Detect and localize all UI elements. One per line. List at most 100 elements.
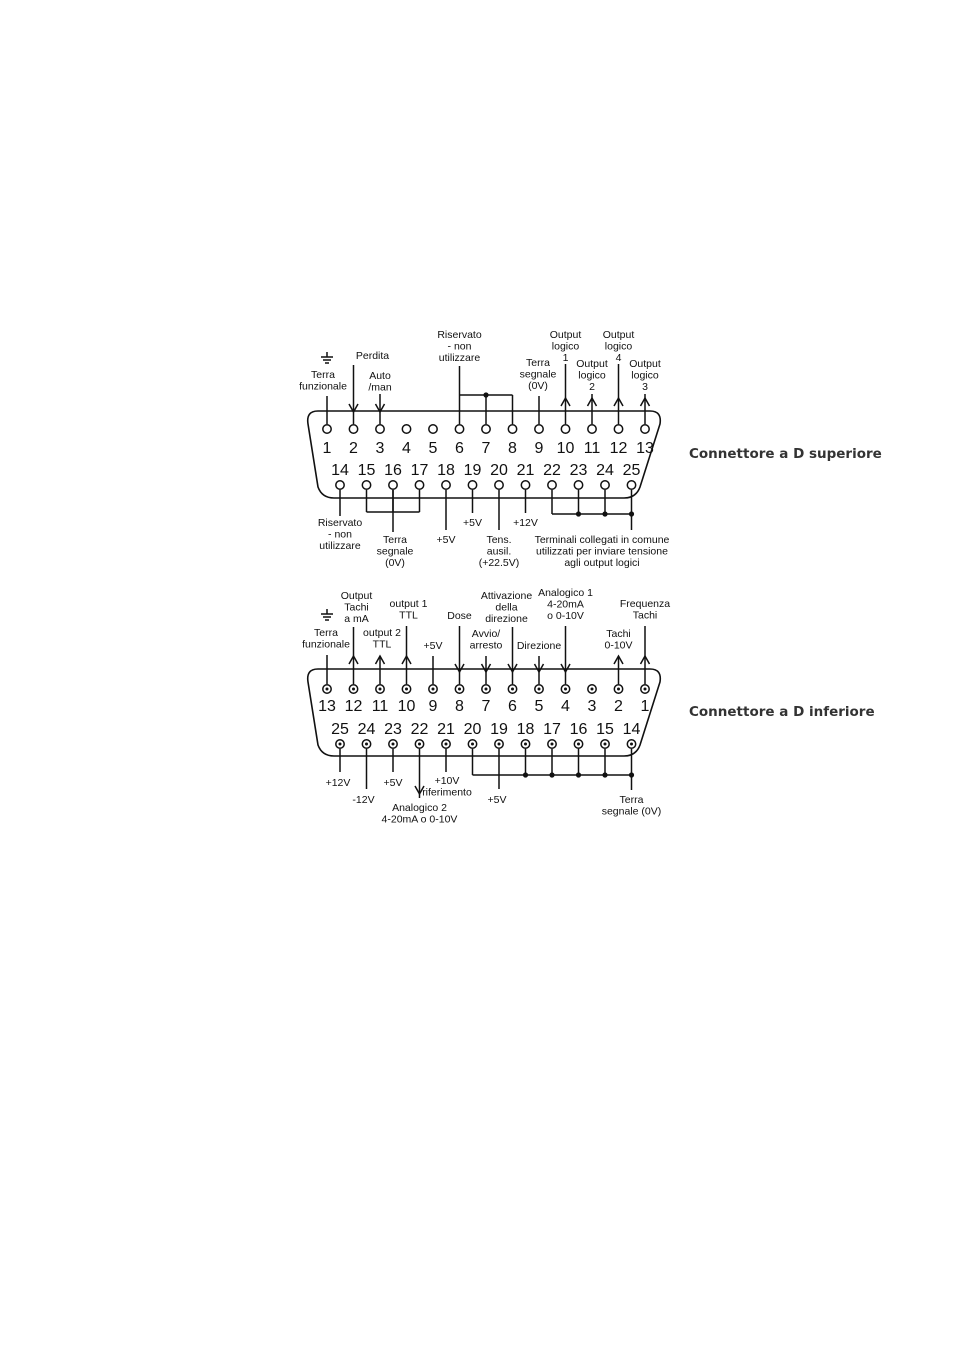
lower-pin-3-center: [590, 687, 594, 691]
upper-pin-23: [573, 480, 584, 490]
upper-label-pin20-line-1: Tens.: [486, 534, 511, 546]
upper-pin-number-24: 24: [596, 462, 614, 479]
upper-label-pin13-line-3: 3: [642, 381, 648, 393]
lower-label-pin21-line-2: riferimento: [422, 787, 472, 799]
lower-pin-number-24: 24: [358, 721, 376, 738]
upper-pin-number-13: 13: [636, 440, 654, 457]
lower-pin-number-25: 25: [331, 721, 349, 738]
upper-pin-15: [361, 480, 372, 490]
lower-pin-18-center: [524, 742, 527, 746]
lower-pin-number-16: 16: [570, 721, 588, 738]
lower-pin-number-9: 9: [429, 698, 438, 715]
lower-pin-number-15: 15: [596, 721, 614, 738]
upper-pin-8: [507, 424, 518, 434]
upper-label-pin22-25-line-3: agli output logici: [564, 557, 639, 569]
lower-arrow-12: [348, 654, 359, 665]
lower-pin-4-center: [564, 687, 567, 691]
upper-pin-9: [534, 424, 544, 434]
upper-pin-3: [375, 424, 385, 434]
lower-junction-18: [522, 772, 529, 778]
upper-label-pin9-line-2: segnale: [520, 369, 557, 381]
lower-label-pin7-line-1: Avvio/: [472, 628, 500, 640]
upper-pin-21: [520, 480, 531, 490]
upper-pin-18: [441, 480, 451, 490]
upper-label-pin12-line-1: Output: [603, 329, 635, 341]
lower-connector-title: Connettore a D inferiore: [689, 704, 875, 720]
upper-pin-16: [388, 480, 398, 490]
lower-pin-number-20: 20: [464, 721, 482, 738]
upper-arrow-11: [586, 396, 598, 407]
lower-connector-shell: [306, 668, 662, 757]
upper-pin-number-15: 15: [358, 462, 376, 479]
lower-label-pin1-line-2: Tachi: [633, 610, 658, 622]
lower-label-pin4-line-3: o 0-10V: [547, 610, 584, 622]
lower-label-pin6-line-2: della: [495, 602, 517, 614]
lower-pin-6-center: [511, 687, 514, 691]
upper-pin-number-7: 7: [482, 440, 491, 457]
lower-pin-number-10: 10: [398, 698, 416, 715]
lower-label-pin25-line-1: +12V: [326, 777, 351, 789]
upper-label-pin2-line-1: Perdita: [356, 350, 389, 362]
upper-label-pin15-17-line-3: (0V): [385, 557, 405, 569]
lower-label-pin21-line-1: +10V: [435, 775, 460, 787]
lower-pin-8-center: [458, 687, 461, 691]
lower-pin-number-3: 3: [588, 698, 597, 715]
lower-label-pin4-line-2: 4-20mA: [547, 599, 584, 611]
upper-pin-number-12: 12: [610, 440, 628, 457]
lower-label-pin11-line-2: TTL: [373, 639, 392, 651]
lower-pin-number-21: 21: [437, 721, 455, 738]
upper-pin-number-20: 20: [490, 462, 508, 479]
lower-pin-10-center: [405, 687, 408, 691]
lower-pin-17-center: [550, 742, 554, 746]
upper-label-pin6-8-line-3: utilizzare: [439, 352, 481, 364]
lower-pin-24-center: [365, 742, 368, 746]
lower-label-pin13-line-1: Terra: [314, 627, 338, 639]
upper-connector-title: Connettore a D superiore: [689, 446, 882, 462]
lower-label-pin6-line-3: direzione: [485, 613, 528, 625]
lower-arrow-10: [401, 654, 412, 665]
lower-label-pin19-line-1: +5V: [488, 794, 507, 806]
upper-label-pin20-line-2: ausil.: [487, 546, 512, 558]
lower-junction-17: [549, 772, 555, 778]
lower-arrow-1: [639, 654, 651, 665]
upper-label-pin12-line-2: logico: [605, 341, 633, 353]
lower-label-pin8-line-1: Dose: [447, 610, 472, 622]
lower-junction-15: [602, 772, 608, 778]
lower-label-pin1-line-1: Frequenza: [620, 598, 670, 610]
upper-label-pin22-25-line-1: Terminali collegati in comune: [535, 534, 670, 546]
lower-arrow-8: [454, 663, 465, 674]
lower-pin-number-22: 22: [411, 721, 429, 738]
upper-pin-6: [454, 424, 465, 434]
upper-junction-25: [628, 511, 635, 517]
upper-label-pin9-line-1: Terra: [526, 357, 550, 369]
lower-pin-number-4: 4: [561, 698, 570, 715]
upper-pin-number-8: 8: [508, 440, 517, 457]
upper-pin-17: [414, 480, 425, 490]
upper-pin-22: [547, 480, 557, 490]
lower-pin-number-23: 23: [384, 721, 402, 738]
upper-pin-number-3: 3: [376, 440, 385, 457]
lower-pin-number-8: 8: [455, 698, 464, 715]
lower-label-pin7-line-2: arresto: [470, 640, 503, 652]
upper-pin-number-5: 5: [429, 440, 438, 457]
upper-junction-23: [575, 511, 582, 517]
upper-junction-24: [602, 511, 608, 517]
lower-pin-20-center: [471, 742, 474, 746]
upper-label-pin15-17-line-1: Terra: [383, 534, 407, 546]
lower-pin-number-18: 18: [517, 721, 535, 738]
upper-pin-5: [428, 424, 438, 434]
upper-label-pin19-line-1: +5V: [463, 517, 482, 529]
upper-label-pin18-line-1: +5V: [437, 534, 456, 546]
lower-pin-15-center: [603, 742, 607, 746]
upper-label-pin1-line-1: Terra: [311, 369, 335, 381]
lower-pin-19-center: [497, 742, 501, 746]
lower-label-pin22-line-2: 4-20mA o 0-10V: [382, 814, 458, 826]
upper-pin-12: [613, 424, 624, 434]
upper-label-pin14-line-1: Riservato: [318, 517, 363, 529]
lower-label-pin9-line-1: +5V: [424, 640, 443, 652]
lower-pin-23-center: [391, 742, 395, 746]
upper-pin-number-19: 19: [464, 462, 482, 479]
upper-pin-number-17: 17: [411, 462, 429, 479]
lower-pin-number-14: 14: [623, 721, 641, 738]
